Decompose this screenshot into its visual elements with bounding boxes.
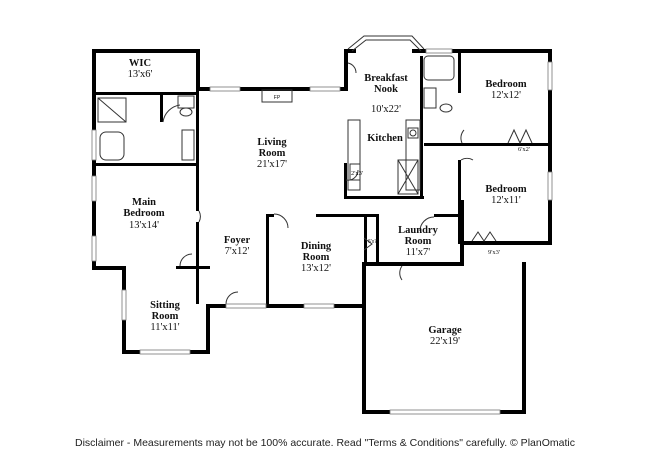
garage-size: 22'x19'	[430, 336, 460, 347]
living-label-2: Room	[259, 148, 286, 159]
sitting-label-1: Sitting	[150, 300, 181, 311]
sitting-size: 11'x11'	[150, 322, 179, 333]
kitchen-label: Kitchen	[367, 133, 403, 144]
bedroom1-size: 12'x12'	[491, 90, 521, 101]
front-door	[225, 303, 267, 309]
living-size: 21'x17'	[257, 159, 287, 170]
laundry-closet-size: 6'x7'	[368, 239, 378, 245]
foyer-label: Foyer	[224, 235, 251, 246]
fireplace-hearth	[261, 89, 293, 103]
pantry-size: 2'x3'	[351, 170, 363, 177]
windows	[91, 48, 553, 355]
breakfast-size: 10'x22'	[371, 104, 401, 115]
kitchen-fixtures	[347, 119, 421, 195]
closet-doors	[363, 128, 533, 251]
living-label-1: Living	[257, 137, 287, 148]
laundry-label-1: Laundry	[398, 225, 438, 236]
door-swings	[162, 62, 474, 305]
main-bedroom-label-2: Bedroom	[123, 208, 164, 219]
bay-window	[347, 35, 425, 50]
dining-size: 13'x12'	[301, 263, 331, 274]
bay-window-inner	[351, 39, 422, 52]
disclaimer-text: Disclaimer - Measurements may not be 100…	[75, 437, 575, 449]
room-labels: WIC 13'x6' Breakfast Nook 10'x22' Kitche…	[123, 58, 530, 347]
laundry-size: 11'x7'	[406, 247, 431, 258]
bed2-closet-size: 9'x3'	[488, 249, 500, 256]
interior-walls	[92, 53, 550, 304]
main-bedroom-label-1: Main	[132, 197, 156, 208]
garage-door	[389, 409, 501, 415]
foyer-size: 7'x12'	[225, 246, 250, 257]
bedroom2-size: 12'x11'	[491, 195, 521, 206]
bed1-closet-size: 6'x2'	[518, 146, 530, 153]
laundry-label-2: Room	[405, 236, 432, 247]
main-bedroom-size: 13'x14'	[129, 220, 159, 231]
bedroom1-label: Bedroom	[485, 79, 526, 90]
sitting-label-2: Room	[152, 311, 179, 322]
wic-label: WIC	[129, 58, 151, 69]
dining-label-2: Room	[303, 252, 330, 263]
breakfast-label-1: Breakfast	[364, 73, 408, 84]
garage-label: Garage	[428, 325, 462, 336]
fireplace-label: FP	[274, 95, 281, 101]
bathroom-fixtures	[97, 55, 455, 161]
wic-size: 13'x6'	[128, 69, 153, 80]
bedroom2-label: Bedroom	[485, 184, 526, 195]
breakfast-label-2: Nook	[374, 84, 398, 95]
dining-label-1: Dining	[301, 241, 332, 252]
